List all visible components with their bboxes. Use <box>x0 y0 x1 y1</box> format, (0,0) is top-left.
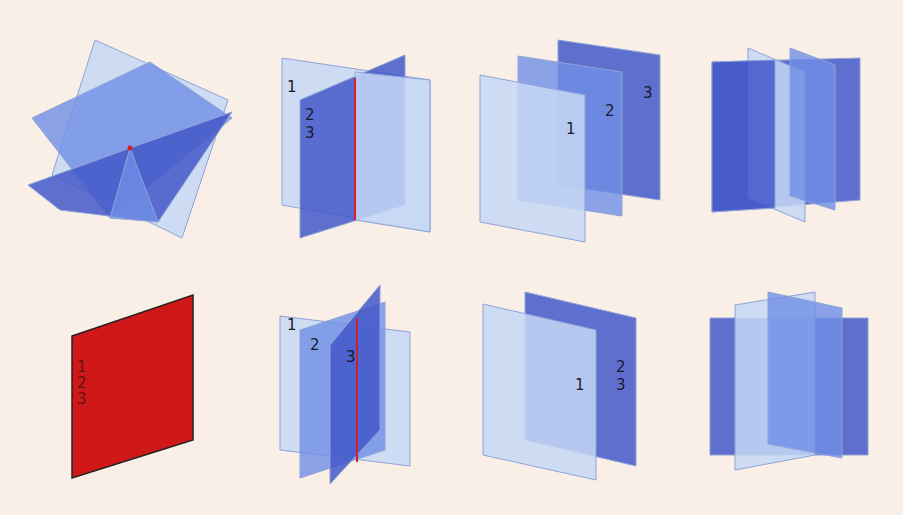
plane <box>72 295 193 478</box>
intersection-point <box>128 146 133 151</box>
plane-number: 3 <box>346 350 356 365</box>
plane-number: 3 <box>77 392 87 407</box>
planes-one-line <box>280 285 410 484</box>
plane <box>110 148 158 222</box>
plane <box>712 60 775 212</box>
planes-coincident-pair <box>282 55 430 238</box>
plane-number: 1 <box>575 378 585 393</box>
plane <box>330 285 380 484</box>
plane-number: 1 <box>287 318 297 333</box>
plane <box>480 75 585 242</box>
plane <box>790 48 835 210</box>
plane-number: 1 <box>566 122 576 137</box>
plane-number: 3 <box>643 86 653 101</box>
plane <box>483 304 596 480</box>
plane-number: 1 <box>77 360 87 375</box>
planes-prism <box>712 48 860 222</box>
plane-number: 2 <box>310 338 320 353</box>
plane-number: 2 <box>77 376 87 391</box>
planes-two-parallel-cut <box>710 292 868 470</box>
intersection-line <box>356 318 358 462</box>
plane-number: 3 <box>616 378 626 393</box>
plane-number: 1 <box>287 80 297 95</box>
plane <box>28 112 232 222</box>
intersection-line <box>354 78 356 220</box>
planes-parallel <box>480 40 660 242</box>
planes-one-point <box>28 40 232 238</box>
planes-parallel-coincident <box>483 292 636 480</box>
planes-all-coincident <box>72 295 193 478</box>
plane <box>768 292 842 458</box>
plane <box>355 72 430 232</box>
plane-number: 2 <box>605 104 615 119</box>
plane-number: 3 <box>305 126 315 141</box>
plane-number: 2 <box>616 360 626 375</box>
plane-number: 2 <box>305 108 315 123</box>
